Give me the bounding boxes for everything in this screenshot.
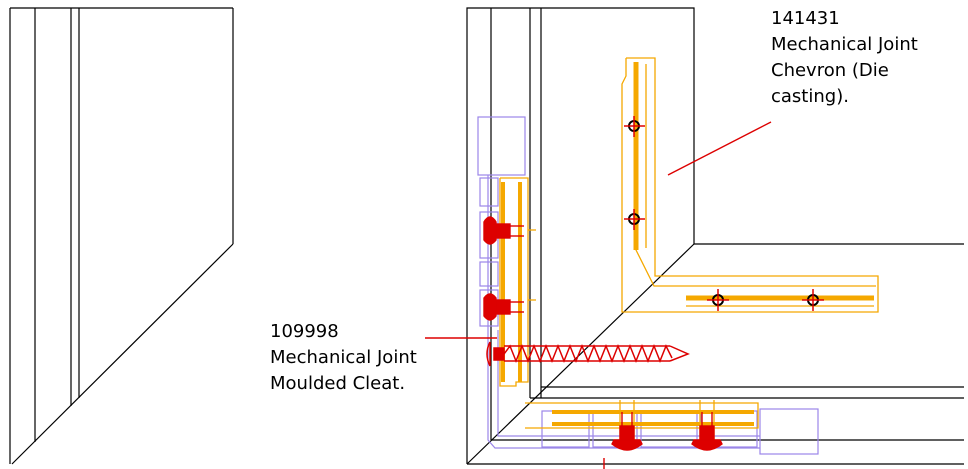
screw-bottom-right bbox=[691, 412, 723, 451]
screw-horizontal bbox=[486, 341, 690, 367]
cleat-callout-line2: Moulded Cleat. bbox=[270, 373, 406, 394]
chevron-fixing-holes bbox=[624, 116, 824, 311]
cleat-part bbox=[499, 177, 759, 440]
chevron-callout-line2: Chevron (Die bbox=[771, 60, 889, 81]
chevron-callout-line3: casting). bbox=[771, 86, 849, 107]
chevron-callout-code: 141431 bbox=[771, 8, 840, 29]
cleat-callout-line1: Mechanical Joint bbox=[270, 347, 417, 368]
screw-vertical-lower bbox=[483, 293, 524, 321]
cleat-callout-code: 109998 bbox=[270, 321, 339, 342]
left-section-view bbox=[9, 7, 234, 465]
cleat-callout: 109998 Mechanical Joint Moulded Cleat. bbox=[270, 319, 417, 397]
screw-vertical-upper bbox=[483, 216, 524, 245]
chevron-leader-line bbox=[667, 121, 772, 176]
chevron-callout-line1: Mechanical Joint bbox=[771, 34, 918, 55]
chevron-callout: 141431 Mechanical Joint Chevron (Die cas… bbox=[771, 6, 918, 110]
screw-bottom-left bbox=[611, 412, 643, 451]
